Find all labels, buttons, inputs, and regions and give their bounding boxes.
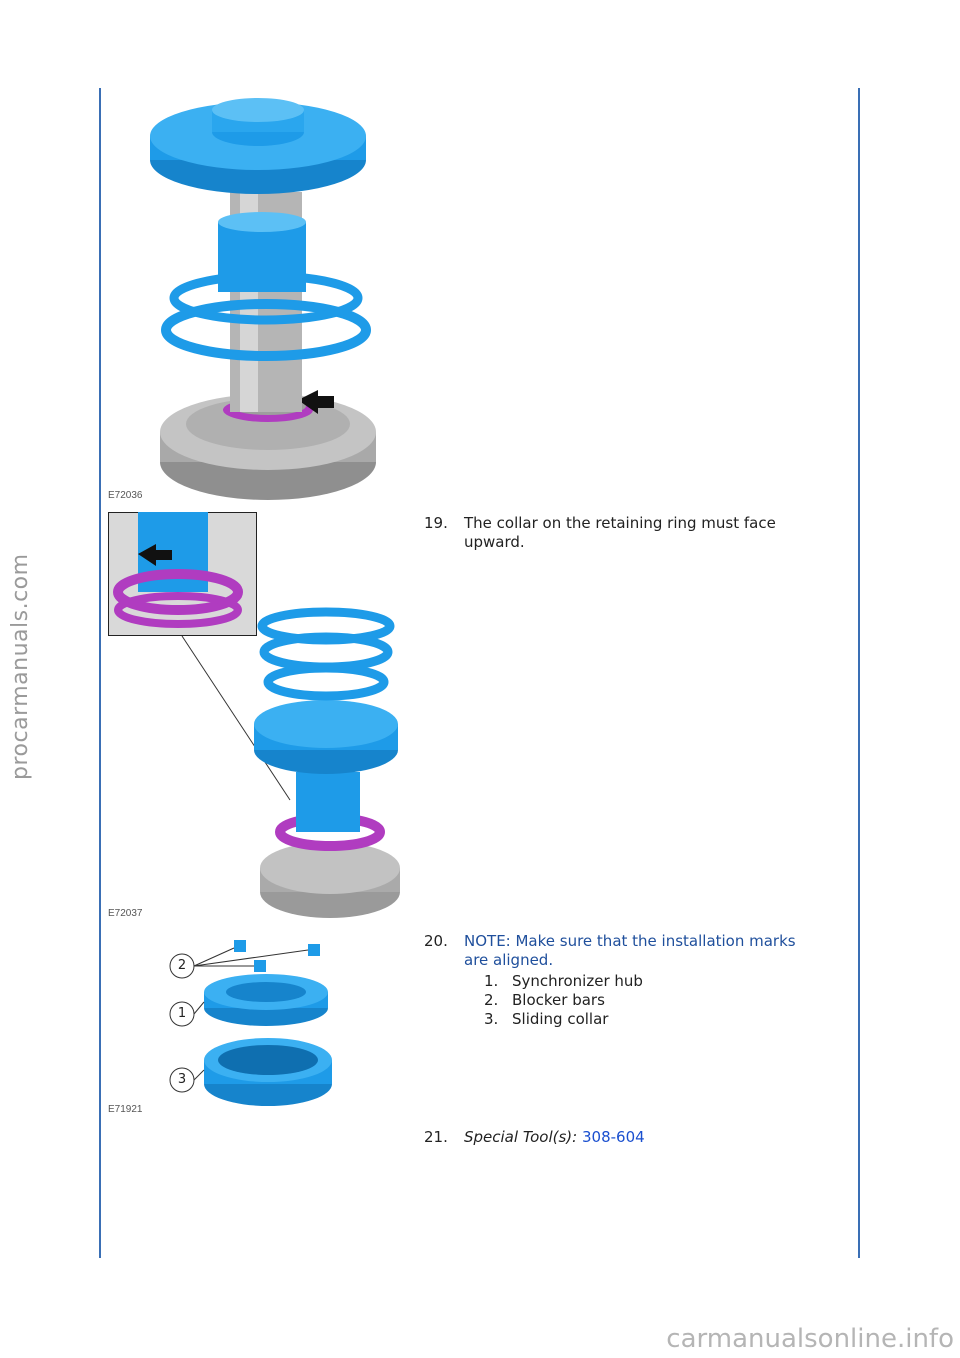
tool-link[interactable]: 308-604 — [582, 1128, 645, 1146]
list-item: 2.Blocker bars — [484, 991, 605, 1009]
step-text: The collar on the retaining ring must fa… — [464, 514, 776, 551]
step-number: 21. — [424, 1128, 448, 1146]
gear-stack-illustration — [150, 98, 376, 500]
figure-code: E72036 — [108, 490, 143, 501]
special-tools-label: Special Tool(s): — [464, 1128, 578, 1146]
right-margin-rule — [858, 88, 860, 1258]
figure-gear-stack: E72036 — [108, 92, 408, 504]
left-margin-rule — [99, 88, 101, 1258]
step-number: 19. — [424, 514, 448, 532]
figure-synchronizer: 2 1 3 E71921 — [108, 932, 348, 1122]
callout-2: 2 — [177, 958, 187, 973]
figure-retaining-ring: E72037 — [108, 512, 400, 922]
step-number: 20. — [424, 932, 448, 950]
retaining-ring-illustration — [108, 512, 400, 918]
callout-1: 1 — [177, 1006, 187, 1021]
bottom-watermark: carmanualsonline.info — [666, 1324, 954, 1354]
list-item: 3.Sliding collar — [484, 1010, 609, 1028]
side-watermark: procarmanuals.com — [8, 553, 33, 780]
synchronizer-illustration — [169, 940, 332, 1106]
list-item: 1.Synchronizer hub — [484, 972, 643, 990]
figure-code: E71921 — [108, 1104, 143, 1115]
callout-3: 3 — [177, 1072, 187, 1087]
figure-code: E72037 — [108, 908, 143, 919]
parts-list: 1.Synchronizer hub 2.Blocker bars 3.Slid… — [464, 972, 824, 1029]
step-note: NOTE: Make sure that the installation ma… — [464, 932, 796, 969]
